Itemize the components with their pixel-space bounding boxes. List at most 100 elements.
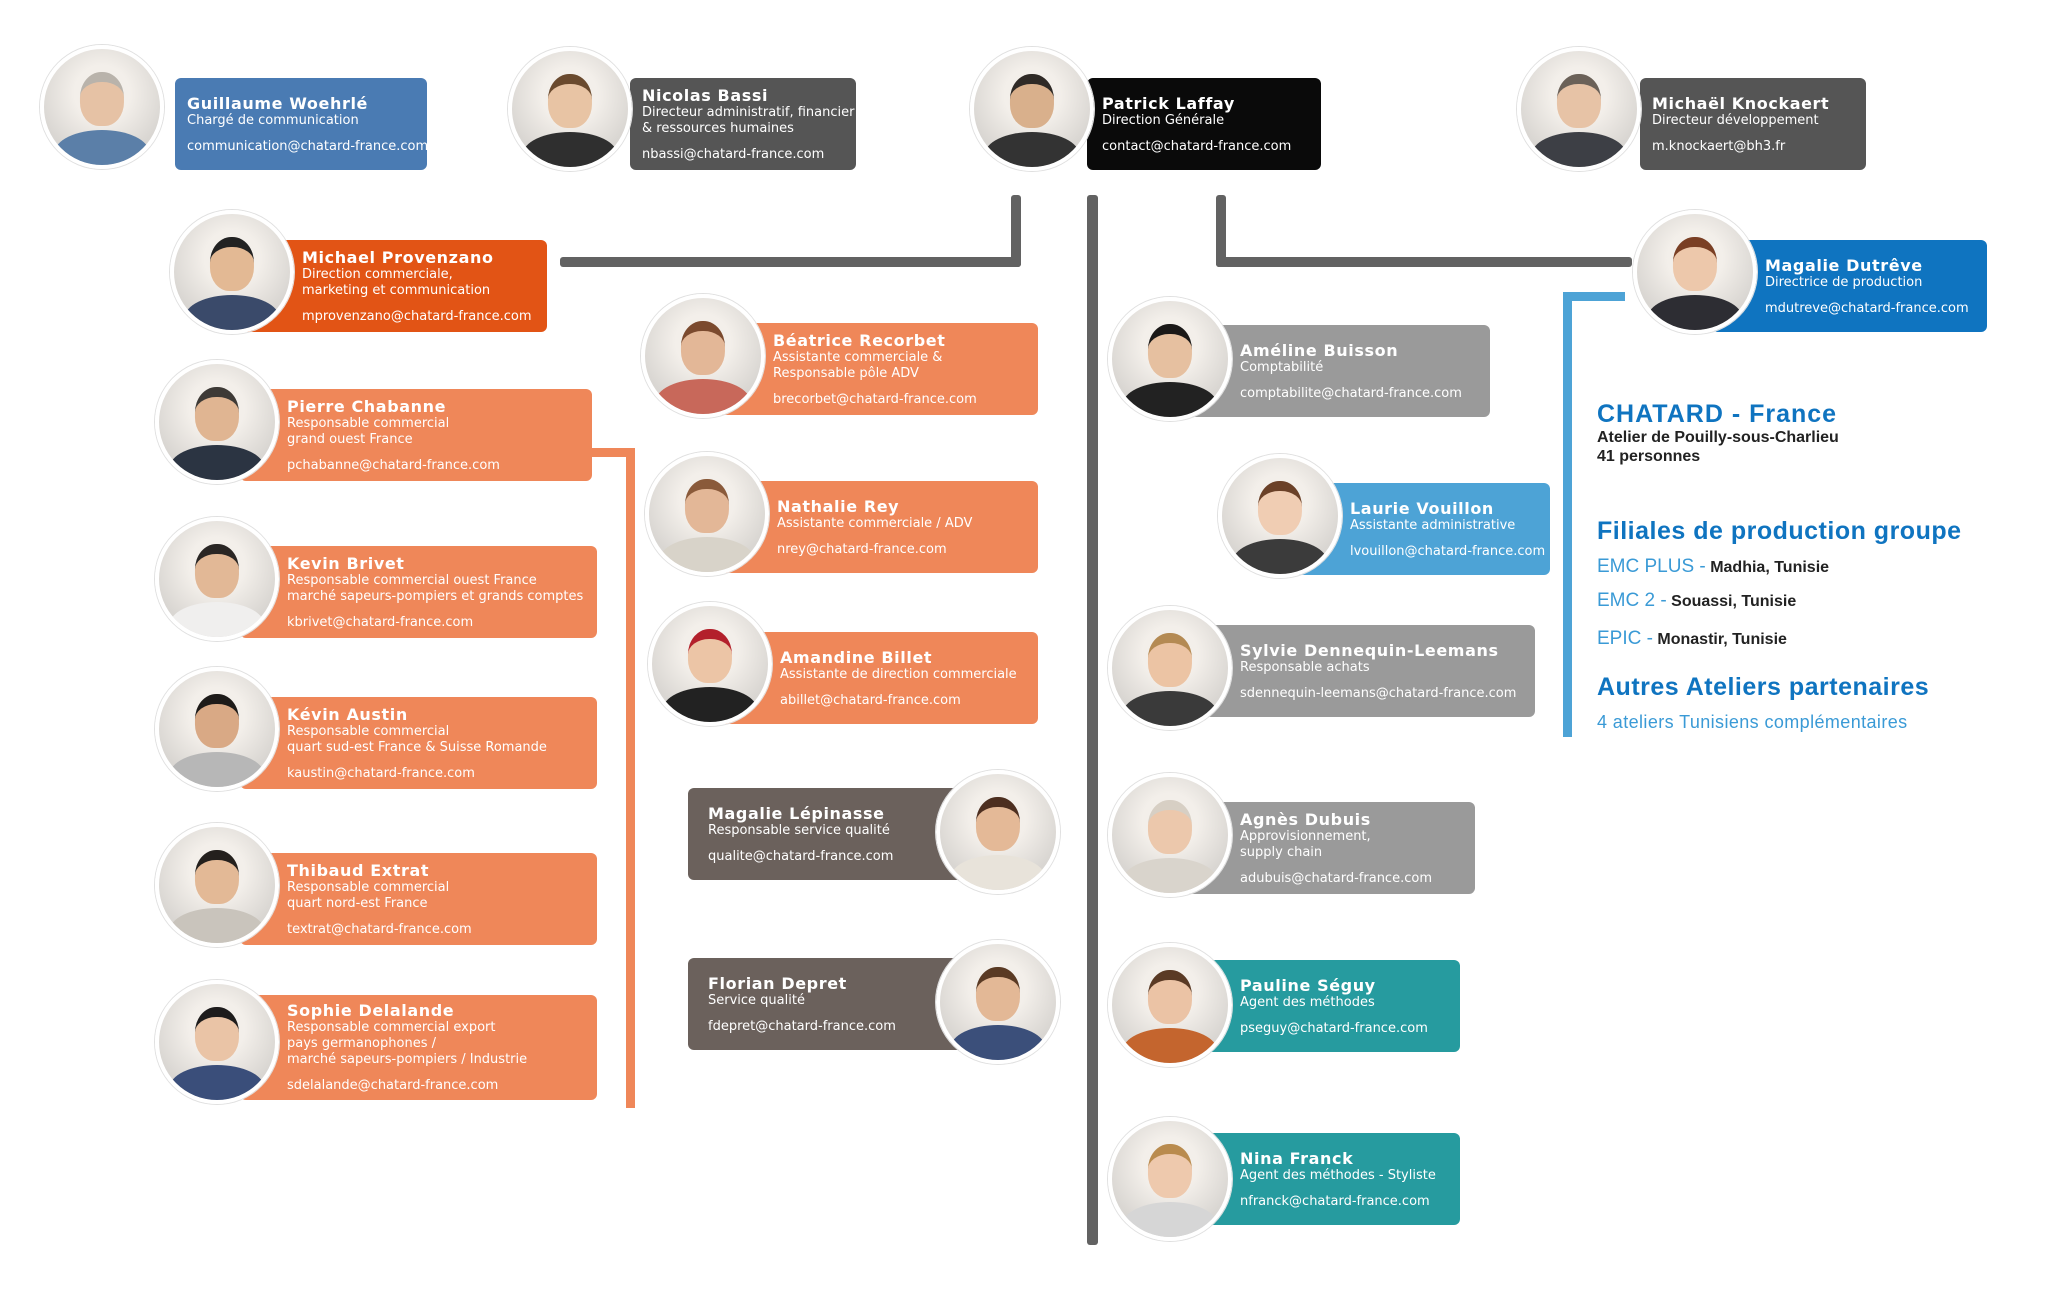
avatar-body-shape	[169, 445, 265, 480]
person-email[interactable]: comptabilite@chatard-france.com	[1240, 385, 1462, 401]
person-email[interactable]: pseguy@chatard-france.com	[1240, 1020, 1428, 1036]
person-email[interactable]: m.knockaert@bh3.fr	[1652, 138, 1786, 154]
avatar-body-shape	[1122, 382, 1218, 417]
connector-production-branch-horizontal	[1216, 257, 1632, 267]
person-role: grand ouest France	[287, 431, 413, 447]
person-email[interactable]: pchabanne@chatard-france.com	[287, 457, 500, 473]
person-email[interactable]: brecorbet@chatard-france.com	[773, 391, 977, 407]
person-name: Sophie Delalande	[287, 1001, 455, 1020]
partners-title: Autres Ateliers partenaires	[1597, 673, 1930, 701]
person-name: Améline Buisson	[1240, 340, 1399, 360]
avatar-body-shape	[169, 908, 265, 943]
avatar-head-shape	[1257, 481, 1303, 535]
person-email[interactable]: adubuis@chatard-france.com	[1240, 870, 1432, 886]
avatar-body-shape	[950, 1025, 1046, 1060]
avatar-body-shape	[1122, 1202, 1218, 1237]
company-title: CHATARD - France	[1597, 400, 1838, 428]
avatar-head-shape	[194, 850, 240, 904]
person-role: Responsable commercial	[287, 879, 450, 895]
avatar	[641, 294, 765, 418]
avatar-body-shape	[1122, 1028, 1218, 1063]
person-role: Direction Générale	[1102, 112, 1225, 128]
person-email[interactable]: nbassi@chatard-france.com	[642, 146, 825, 162]
avatar	[155, 980, 279, 1104]
avatar-body-shape	[1647, 295, 1743, 330]
person-role: Direction commerciale,	[302, 266, 453, 282]
person-email[interactable]: kbrivet@chatard-france.com	[287, 614, 474, 630]
person-email[interactable]: sdennequin-leemans@chatard-france.com	[1240, 685, 1517, 701]
person-email[interactable]: qualite@chatard-france.com	[708, 848, 894, 864]
avatar-body-shape	[659, 537, 755, 572]
avatar	[1517, 47, 1641, 171]
avatar	[645, 452, 769, 576]
avatar	[1633, 210, 1757, 334]
avatar-body-shape	[169, 752, 265, 787]
person-name: Patrick Laffay	[1102, 93, 1235, 113]
person-role: Assistante administrative	[1350, 517, 1516, 533]
person-name: Michaël Knockaert	[1652, 93, 1830, 113]
avatar	[936, 770, 1060, 894]
subsidiary-item: EMC 2 - Souassi, Tunisie	[1597, 590, 1796, 612]
person-email[interactable]: abillet@chatard-france.com	[780, 692, 961, 708]
person-name: Nina Franck	[1240, 1148, 1354, 1168]
avatar-body-shape	[1531, 132, 1627, 167]
avatar-head-shape	[1147, 633, 1193, 687]
person-email[interactable]: fdepret@chatard-france.com	[708, 1018, 896, 1034]
subsidiary-place: Souassi, Tunisie	[1671, 593, 1797, 610]
person-email[interactable]: nfranck@chatard-france.com	[1240, 1193, 1430, 1209]
person-name: Pauline Séguy	[1240, 975, 1376, 995]
avatar-body-shape	[522, 132, 618, 167]
avatar	[1218, 454, 1342, 578]
person-email[interactable]: lvouillon@chatard-france.com	[1350, 543, 1546, 559]
person-role: quart sud-est France & Suisse Romande	[287, 739, 547, 755]
avatar-body-shape	[1232, 539, 1328, 574]
person-email[interactable]: communication@chatard-france.com	[187, 138, 429, 154]
avatar-head-shape	[680, 321, 726, 375]
person-role: Assistante de direction commerciale	[780, 666, 1017, 682]
person-email[interactable]: textrat@chatard-france.com	[287, 921, 472, 937]
person-email[interactable]: mdutreve@chatard-france.com	[1765, 300, 1969, 316]
avatar-body-shape	[655, 379, 751, 414]
avatar-body-shape	[184, 295, 280, 330]
avatar-body-shape	[1122, 691, 1218, 726]
avatar-head-shape	[975, 797, 1021, 851]
person-name: Pierre Chabanne	[287, 396, 447, 416]
person-role: pays germanophones /	[287, 1036, 436, 1051]
person-name: Agnès Dubuis	[1240, 809, 1371, 829]
person-role: Comptabilité	[1240, 359, 1324, 375]
connector-production-branch-vertical	[1216, 195, 1226, 267]
avatar-head-shape	[1009, 74, 1055, 128]
person-email[interactable]: kaustin@chatard-france.com	[287, 765, 475, 781]
person-role: Directeur administratif, financier	[642, 104, 855, 120]
avatar-head-shape	[1147, 800, 1193, 854]
person-email[interactable]: mprovenzano@chatard-france.com	[302, 308, 532, 324]
subsidiary-item: EPIC - Monastir, Tunisie	[1597, 628, 1787, 650]
connector-central-trunk	[1087, 195, 1098, 1245]
person-name: Florian Depret	[708, 973, 847, 993]
subsidiary-label: EPIC -	[1597, 628, 1653, 649]
avatar-head-shape	[684, 479, 730, 533]
person-name: Béatrice Recorbet	[773, 330, 946, 350]
person-email[interactable]: sdelalande@chatard-france.com	[287, 1078, 499, 1093]
person-name: Guillaume Woehrlé	[187, 93, 368, 113]
person-role: Agent des méthodes - Styliste	[1240, 1167, 1436, 1183]
subsidiaries-title: Filiales de production groupe	[1597, 517, 1962, 545]
person-email[interactable]: contact@chatard-france.com	[1102, 138, 1292, 154]
avatar-head-shape	[194, 1007, 240, 1061]
person-role: Service qualité	[708, 992, 805, 1008]
person-role: quart nord-est France	[287, 895, 428, 911]
avatar-head-shape	[1556, 74, 1602, 128]
avatar	[155, 667, 279, 791]
person-email[interactable]: nrey@chatard-france.com	[777, 541, 947, 557]
avatar	[1108, 1117, 1232, 1241]
avatar-head-shape	[1147, 324, 1193, 378]
person-name: Magalie Dutrêve	[1765, 255, 1923, 275]
avatar-body-shape	[950, 855, 1046, 890]
